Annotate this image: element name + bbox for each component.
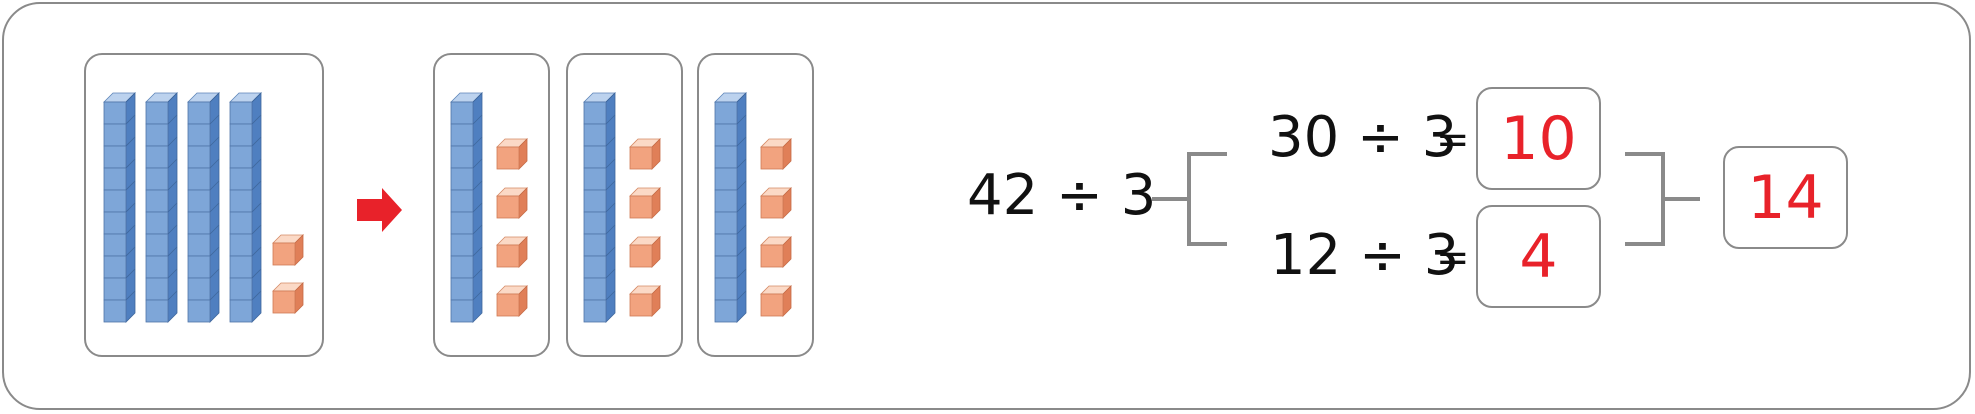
unit-cube	[629, 236, 661, 268]
unit-cube	[760, 187, 792, 219]
unit-cube	[760, 138, 792, 170]
result-answer: 14	[1747, 162, 1824, 233]
unit-cube	[496, 236, 528, 268]
ten-rod	[187, 92, 220, 323]
share-group-2	[566, 53, 683, 357]
unit-cube	[760, 285, 792, 317]
ten-rod	[583, 92, 616, 323]
unit-cube	[629, 187, 661, 219]
part1-expression: 30 ÷ 3	[1268, 105, 1458, 170]
main-expression: 42 ÷ 3	[967, 163, 1157, 228]
part1-equals: =	[1436, 117, 1470, 163]
part2-expression: 12 ÷ 3	[1270, 223, 1460, 288]
part2-answer: 4	[1519, 221, 1558, 292]
unit-cube	[629, 285, 661, 317]
unit-cube	[272, 282, 304, 314]
part2-answer-box: 4	[1476, 205, 1601, 308]
result-answer-box: 14	[1723, 146, 1848, 249]
unit-cube	[496, 138, 528, 170]
unit-cube	[496, 285, 528, 317]
blocks-share-3	[714, 92, 792, 323]
blocks-share-2	[583, 92, 661, 323]
original-blocks-group	[84, 53, 324, 357]
unit-cube	[760, 236, 792, 268]
share-group-1	[433, 53, 550, 357]
unit-cube	[629, 138, 661, 170]
ten-rod	[103, 92, 136, 323]
ten-rod	[229, 92, 262, 323]
share-group-3	[697, 53, 814, 357]
unit-cube	[496, 187, 528, 219]
ten-rod	[714, 92, 747, 323]
ten-rod	[145, 92, 178, 323]
part2-equals: =	[1436, 235, 1470, 281]
ten-rod	[450, 92, 483, 323]
blocks-share-1	[450, 92, 528, 323]
part1-answer: 10	[1500, 103, 1577, 174]
part1-answer-box: 10	[1476, 87, 1601, 190]
blocks-original	[103, 92, 304, 323]
unit-cube	[272, 234, 304, 266]
